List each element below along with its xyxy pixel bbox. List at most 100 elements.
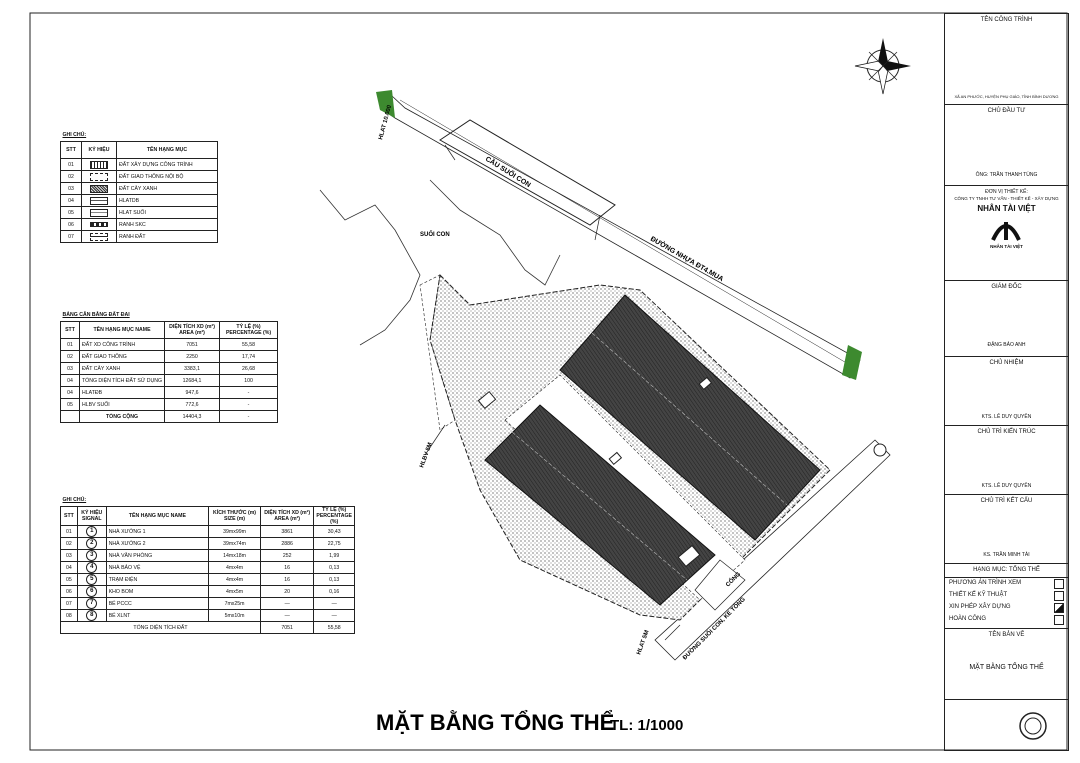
category-label: HẠNG MỤC: TỔNG THỂ: [945, 567, 1068, 578]
land-header-stt: STT: [60, 321, 80, 339]
signal-badge: 3: [86, 550, 98, 561]
skc-border-symbol-icon: [90, 221, 108, 227]
title-block: TÊN CÔNG TRÌNH XÃ AN PHƯỚC, HUYỆN PHỤ GI…: [944, 13, 1069, 751]
label-stream: SUỐI CON: [420, 231, 450, 238]
green-land-symbol-icon: [90, 184, 108, 193]
label-hlat-left: HLBV 5M: [419, 442, 434, 469]
logo-caption: NHÂN TÀI VIỆT: [990, 244, 1023, 249]
option-technical-checkbox[interactable]: [1054, 591, 1064, 601]
label-hlat-bottom: HLAT 5M: [636, 630, 650, 656]
road-green-end-right: [842, 345, 862, 380]
signal-badge: 7: [86, 598, 98, 609]
consultant-name: CÔNG TY TNHH TƯ VẤN - THIẾT KẾ - XÂY DỰN…: [954, 196, 1059, 201]
build-header-stt: STT: [60, 506, 78, 526]
legend-caption: GHI CHÚ:: [62, 131, 87, 138]
owner-name: ÔNG: TRẦN THANH TÙNG: [975, 172, 1038, 178]
drawing-name-label: TÊN BẢN VẼ: [988, 632, 1025, 638]
legend-header-symbol: KÝ HIỆU: [81, 141, 117, 159]
struct-name: KS. TRẦN MINH TÀI: [983, 552, 1030, 558]
arch-name: KTS. LÊ DUY QUYÊN: [981, 483, 1032, 489]
build-header-size: KÍCH THƯỚC (m) SIZE (m): [208, 506, 261, 526]
sheet-frame: [29, 12, 1068, 751]
build-header-area: DIỆN TÍCH XD (m²) AREA (m²): [259, 506, 315, 526]
land-border-symbol-icon: [90, 232, 108, 241]
land-header-pct: TỶ LỆ (%) PERCENTAGE (%): [219, 321, 278, 339]
owner-section: CHỦ ĐẦU TƯ ÔNG: TRẦN THANH TÙNG: [945, 105, 1068, 186]
power-station: [698, 376, 713, 390]
hlat-symbol-icon: [90, 196, 108, 205]
option-preview-checkbox[interactable]: [1054, 579, 1064, 589]
stream-setback-symbol-icon: [90, 208, 108, 217]
chief-label: CHỦ NHIỆM: [989, 360, 1024, 366]
build-header-signal: KÝ HIỆU SIGNAL: [76, 506, 107, 526]
owner-label: CHỦ ĐẦU TƯ: [987, 108, 1026, 114]
project-section: TÊN CÔNG TRÌNH XÃ AN PHƯỚC, HUYỆN PHỤ GI…: [945, 14, 1068, 105]
chief-name: KTS. LÊ DUY QUYÊN: [981, 414, 1032, 420]
factory-2-roof: [484, 404, 716, 606]
north-arrow-icon: [854, 38, 911, 95]
road-land-symbol-icon: [90, 172, 108, 181]
signal-badge: 1: [86, 526, 98, 537]
gate: [694, 559, 746, 611]
drawing-scale: TL: 1/1000: [610, 717, 683, 734]
director-label: GIÁM ĐỐC: [991, 284, 1022, 290]
bridge: [439, 119, 616, 226]
building-table: GHI CHÚ: STT KÝ HIỆU SIGNAL TÊN HẠNG MỤC…: [60, 493, 355, 634]
struct-label: CHỦ TRÌ KẾT CẤU: [980, 498, 1033, 504]
signal-badge: 4: [86, 562, 98, 573]
project-label: TÊN CÔNG TRÌNH: [980, 17, 1033, 23]
arch-section: CHỦ TRÌ KIẾN TRÚC KTS. LÊ DUY QUYÊN: [945, 426, 1068, 495]
director-name: ĐẶNG BẢO ANH: [987, 342, 1026, 348]
consultant-section: ĐƠN VỊ THIẾT KẾ: CÔNG TY TNHH TƯ VẤN - T…: [945, 186, 1068, 281]
option-completion-checkbox[interactable]: [1054, 615, 1064, 625]
seal-stamp-icon: [1019, 712, 1047, 740]
project-location: XÃ AN PHƯỚC, HUYỆN PHỤ GIÁO, TỈNH BÌNH D…: [954, 94, 1059, 99]
struct-section: CHỦ TRÌ KẾT CẤU KS. TRẦN MINH TÀI: [945, 495, 1068, 564]
legend-header-stt: STT: [60, 141, 82, 159]
guard-house: [677, 544, 701, 568]
option-permit-checkbox[interactable]: [1054, 603, 1064, 613]
option-completion: HOÀN CÔNG: [949, 616, 987, 622]
road-green-end-left: [376, 90, 395, 118]
drawing-name-section: TÊN BẢN VẼ MẶT BẰNG TỔNG THỂ: [945, 629, 1068, 700]
signal-badge: 2: [86, 538, 98, 549]
company-name: NHÂN TÀI VIỆT: [977, 204, 1036, 213]
drawing-title: MẶT BẰNG TỔNG THỂ: [376, 710, 614, 735]
land-header-name: TÊN HẠNG MỤC NAME: [78, 321, 166, 339]
office-building: [477, 390, 497, 410]
signal-badge: 5: [86, 574, 98, 585]
land-table-caption: BẢNG CÂN BẰNG ĐẤT ĐAI: [62, 311, 130, 318]
chief-section: CHỦ NHIỆM KTS. LÊ DUY QUYÊN: [945, 357, 1068, 426]
pump-house: [608, 451, 623, 465]
build-table-caption: GHI CHÚ:: [62, 496, 87, 503]
consultant-label: ĐƠN VỊ THIẾT KẾ:: [985, 189, 1028, 195]
factory-1-roof: [559, 294, 821, 541]
build-land-symbol-icon: [90, 160, 108, 169]
option-preview: PHƯƠNG ÁN TRÌNH XEM: [949, 580, 1022, 586]
stream-line-2: [429, 179, 561, 286]
director-section: GIÁM ĐỐC ĐẶNG BẢO ANH: [945, 281, 1068, 357]
option-permit: XIN PHÉP XÂY DỰNG: [949, 604, 1011, 610]
